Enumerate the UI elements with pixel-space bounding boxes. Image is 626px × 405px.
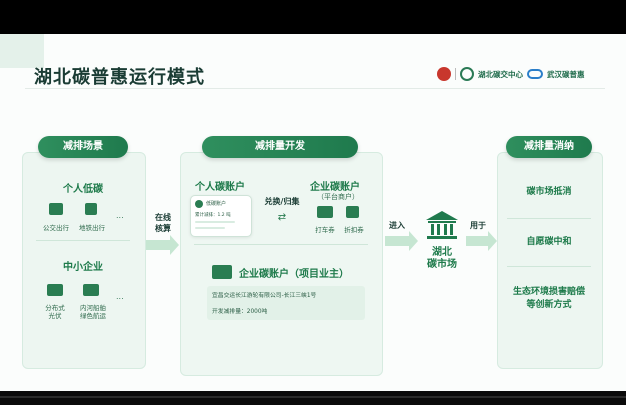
bus-icon [49, 203, 63, 215]
panel-development [180, 152, 383, 376]
header-development: 减排量开发 [202, 136, 358, 158]
carbon-exchange-logo-icon [460, 67, 474, 81]
more-personal: ... [116, 211, 124, 220]
org2-name: 武汉碳普惠 [547, 69, 585, 79]
arrow-accounting [146, 235, 179, 255]
card-line-2 [195, 227, 225, 229]
card-account-name: 低碳账户 [206, 201, 227, 207]
corner-decoration [0, 34, 44, 68]
red-logo-icon [437, 67, 451, 81]
panel-scenarios [22, 152, 146, 369]
enterprise-account-title: 企业碳账户 [310, 182, 360, 193]
right-divider-2 [507, 266, 591, 267]
middle-divider [194, 244, 368, 245]
enterprise-account-subtitle: （平台商户） [317, 193, 359, 201]
discount-icon [346, 206, 359, 218]
panel-consumption [497, 152, 603, 369]
logo-group: 湖北碳交中心 武汉碳普惠 [437, 65, 585, 83]
project-account-card-icon [212, 265, 232, 279]
header-scenarios: 减排场景 [38, 136, 128, 158]
project-info-box [207, 286, 365, 320]
label-enter: 进入 [389, 221, 405, 230]
personal-account-title: 个人碳账户 [195, 182, 245, 193]
org1-name: 湖北碳交中心 [478, 69, 523, 79]
personal-heading: 个人低碳 [63, 184, 103, 195]
account-avatar-icon [195, 200, 203, 208]
label-use: 用于 [470, 221, 486, 230]
card-reduction: 累计减排：1.2 吨 [195, 213, 231, 218]
arrow-use [466, 231, 497, 251]
left-divider [36, 240, 130, 241]
item-bus: 公交出行 [43, 224, 69, 232]
use-voluntary-neutral: 自愿碳中和 [526, 237, 572, 247]
enterprise-heading: 中小企业 [63, 262, 103, 273]
arrow-enter [385, 231, 418, 251]
title-divider [25, 88, 605, 89]
ship-icon [83, 284, 99, 296]
label-online-accounting: 在线 核算 [155, 213, 171, 233]
bank-icon [424, 209, 460, 241]
label-exchange: 兑换/归集 [264, 197, 300, 206]
wuhan-logo-icon [527, 69, 543, 79]
market-label: 湖北 碳市场 [427, 247, 457, 270]
item-shipping: 内河船舶 绿色航运 [80, 304, 106, 320]
project-company: 宜昌交运长江游轮有限公司-长江三峡1号 [212, 293, 317, 299]
coupon-discount: 折扣券 [344, 226, 364, 234]
use-eco-compensation: 生态环境损害赔偿 等创新方式 [512, 287, 585, 310]
metro-icon [85, 203, 97, 215]
coupon-taxi: 打车券 [315, 226, 335, 234]
project-account-title: 企业碳账户（项目业主） [239, 269, 349, 280]
exchange-arrows: ⇄ [277, 212, 287, 223]
taxi-icon [317, 206, 333, 218]
video-scrubber[interactable] [0, 396, 626, 398]
logo-separator [455, 68, 456, 80]
solar-panel-icon [47, 284, 63, 296]
video-control-bar [0, 391, 626, 405]
more-enterprise: ... [116, 292, 124, 301]
card-line-1 [195, 221, 235, 223]
use-carbon-offset: 碳市场抵消 [526, 187, 572, 197]
item-metro: 地铁出行 [79, 224, 105, 232]
item-solar: 分布式 光伏 [45, 304, 65, 320]
right-divider-1 [507, 218, 591, 219]
project-reduction: 开发减排量：2000吨 [212, 309, 268, 315]
slide: 湖北碳普惠运行模式 湖北碳交中心 武汉碳普惠 减排场景 个人低碳 公交出行 地铁… [0, 34, 626, 391]
page-title: 湖北碳普惠运行模式 [34, 67, 205, 88]
header-consumption: 减排量消纳 [506, 136, 592, 158]
